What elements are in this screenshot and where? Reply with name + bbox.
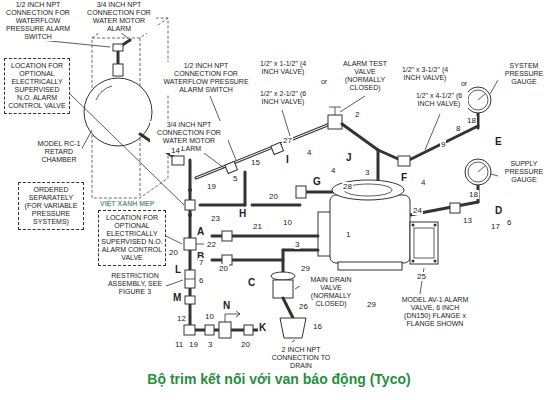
note-box: LOCATION FOR OPTIONAL ELECTRICALLY SUPER… [4,58,70,114]
callout-letter: K [258,322,267,333]
callout-number: 11 [174,340,184,349]
note-label: 3/4 INCH NPT CONNECTION FOR WATER MOTOR … [82,1,156,33]
callout-number: 26 [298,302,309,311]
callout-number: 15 [250,158,261,167]
callout-number: 10 [204,312,215,321]
callout-number: 29 [366,300,377,309]
callout-letter: L [174,264,182,275]
note-label: 1/2 INCH NPT CONNECTION FOR WATERFLOW PR… [162,62,250,94]
callout-number: 6 [506,218,512,227]
callout-number: 22 [206,240,217,249]
callout-number: 17 [490,222,501,231]
note-label: MAIN DRAIN VALVE (NORMALLY CLOSED) [300,276,362,308]
note-text: LOCATION FOR OPTIONAL ELECTRICALLY SUPER… [7,62,67,110]
callout-number: 1 [345,230,351,239]
note-label: 3/4 INCH NPT CONNECTION FOR WATER MOTOR … [150,121,228,153]
note-label: 1/2" x 2-1/2" (6 INCH VALVE) [254,90,312,106]
watermark: VIỆT XANH MEP [100,200,154,208]
callout-letter: J [345,152,353,163]
callout-number: 2 [354,110,360,119]
callout-number: 3 [294,240,300,249]
callout-number: 16 [312,322,323,331]
callout-letter: A [196,226,205,237]
callout-number: 9 [440,140,446,149]
note-text: LOCATION FOR OPTIONAL ELECTRICALLY SUPER… [101,214,163,262]
note-label: MODEL AV-1 ALARM VALVE, 6 INCH (DN150) F… [398,296,472,328]
note-label: 1/2" x 4-1/2" (6 INCH VALVE) [410,92,468,108]
callout-number: 25 [416,272,427,281]
callout-number: 19 [188,340,199,349]
note-label: RESTRICTION ASSEMBLY, SEE FIGURE 3 [104,272,166,296]
note-box: LOCATION FOR OPTIONAL ELECTRICALLY SUPER… [98,210,166,266]
note-label: 2 INCH NPT CONNECTION TO DRAIN [268,346,334,370]
callout-number: 6 [198,276,204,285]
callout-number: 12 [176,314,187,323]
callout-number: 20 [218,264,229,273]
callout-letter: H [238,208,247,219]
callout-number: 3 [364,168,370,177]
callout-number: 4 [306,148,312,157]
callout-number: 27 [282,136,293,145]
note-box: ORDERED SEPARATELY (FOR VARIABLE PRESSUR… [18,182,84,230]
callout-number: 19 [206,182,217,191]
callout-number: 4 [330,166,336,175]
callout-letter: I [285,154,290,165]
callout-number: 7 [198,258,204,267]
note-label: 1/2" x 1-1/2" (4 INCH VALVE) [254,60,312,76]
callout-number: 13 [462,216,473,225]
note-label: or [318,78,330,86]
note-text: ORDERED SEPARATELY (FOR VARIABLE PRESSUR… [21,186,81,226]
note-label: SUPPLY PRESSURE GAUGE [498,160,550,184]
callout-number: 20 [268,192,279,201]
callout-letter: F [400,172,408,183]
callout-letter: C [247,277,256,288]
note-label: SYSTEM PRESSURE GAUGE [498,62,550,86]
callout-number: 18 [468,190,479,199]
callout-number: 18 [466,116,477,125]
callout-letter: N [222,300,231,311]
callout-number: 28 [342,182,353,191]
note-label: 1/2" x 3-1/2" (4 INCH VALVE) [396,66,454,82]
callout-number: 10 [282,218,293,227]
caption: Bộ trim kết nối với van báo động (Tyco) [0,371,558,387]
callout-number: 24 [412,206,423,215]
note-label: MODEL RC-1 RETARD CHAMBER [36,140,82,164]
callout-number: 3 [207,340,213,349]
callout-number: 20 [240,340,251,349]
callout-number: 23 [210,214,221,223]
callout-number: 20 [168,248,179,257]
callout-letter: M [172,292,182,303]
callout-number: 21 [252,222,263,231]
callout-number: 8 [455,124,461,133]
callout-number: 14 [170,146,181,155]
callout-number: 29 [300,264,311,273]
callout-letter: E [494,136,503,147]
note-label: ALARM TEST VALVE (NORMALLY CLOSED) [336,60,394,92]
note-label: or [458,80,470,88]
callout-number: 5 [232,174,238,183]
callout-letter: G [312,176,322,187]
callout-letter: D [494,205,503,216]
note-label: 1/2 INCH NPT CONNECTION FOR WATERFLOW PR… [2,1,74,41]
callout-number: 4 [420,178,426,187]
